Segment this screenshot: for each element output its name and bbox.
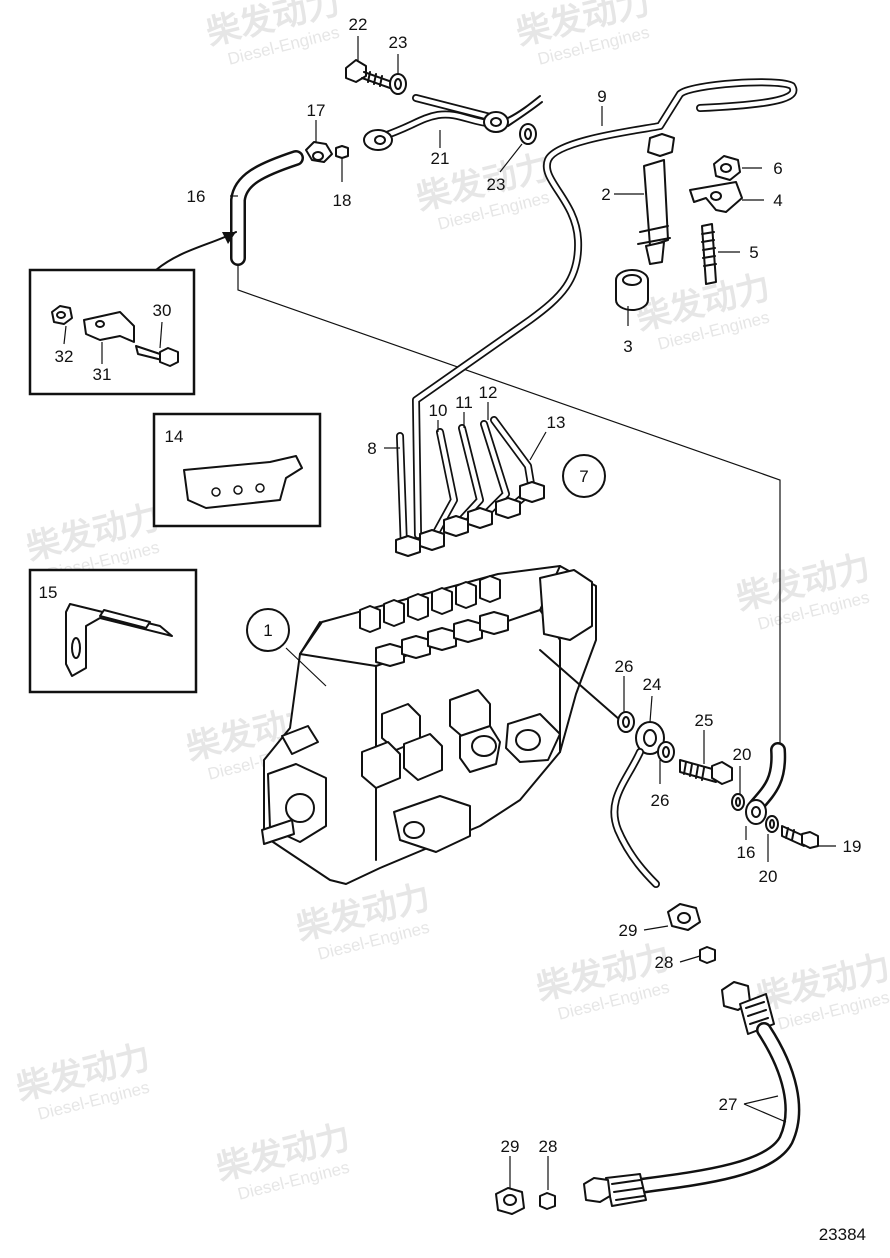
callout-19: 19 bbox=[843, 837, 862, 856]
banjo-bolt-22 bbox=[345, 59, 393, 89]
watermark: 柴发动力 Diesel-Engines bbox=[203, 0, 345, 69]
callout-16-top: 16 bbox=[187, 187, 206, 206]
nozzle-seal-3 bbox=[615, 269, 649, 311]
banjo-bolt-25 bbox=[679, 759, 733, 785]
callout-25: 25 bbox=[695, 711, 714, 730]
hose-16-top bbox=[230, 150, 304, 266]
fuel-pipe-21 bbox=[363, 94, 543, 151]
routing-line bbox=[237, 262, 781, 745]
watermark: 柴发动力 Diesel-Engines bbox=[513, 0, 655, 69]
callout-1: 1 bbox=[263, 621, 272, 640]
leader-lines bbox=[63, 36, 836, 1190]
callout-15: 15 bbox=[39, 583, 58, 602]
detail-box-30-32 bbox=[28, 231, 237, 396]
callout-29-mid: 29 bbox=[619, 921, 638, 940]
nut-29-bottom bbox=[495, 1187, 525, 1215]
callout-30: 30 bbox=[153, 301, 172, 320]
callout-17: 17 bbox=[307, 101, 326, 120]
callout-labels: 1 2 3 4 5 6 7 8 9 10 11 12 13 14 15 16 1… bbox=[39, 15, 862, 1156]
callout-circle-1 bbox=[246, 608, 290, 652]
callout-11: 11 bbox=[455, 393, 473, 412]
callout-16-lower: 16 bbox=[737, 843, 756, 862]
callout-5: 5 bbox=[749, 243, 758, 262]
watermark: 柴发动力 Diesel-Engines bbox=[293, 877, 435, 964]
callout-10: 10 bbox=[429, 401, 448, 420]
detail-box-14 bbox=[152, 412, 322, 528]
callout-2: 2 bbox=[601, 185, 610, 204]
washer-23-right bbox=[519, 123, 537, 145]
callout-3: 3 bbox=[623, 337, 632, 356]
hose-27 bbox=[583, 981, 801, 1207]
callout-8: 8 bbox=[367, 439, 376, 458]
callout-4: 4 bbox=[773, 191, 782, 210]
injection-pipes bbox=[395, 416, 545, 557]
callout-7: 7 bbox=[579, 467, 588, 486]
callout-29-bottom: 29 bbox=[501, 1137, 520, 1156]
callout-20-lower: 20 bbox=[759, 867, 778, 886]
clamp-4 bbox=[689, 181, 743, 213]
callout-14: 14 bbox=[165, 427, 184, 446]
callout-circle-7 bbox=[562, 454, 606, 498]
callout-28-mid: 28 bbox=[655, 953, 674, 972]
nut-6 bbox=[713, 155, 741, 181]
washer-26-upper bbox=[617, 711, 635, 733]
bolt-19 bbox=[781, 825, 819, 849]
callout-12: 12 bbox=[479, 383, 498, 402]
watermark: 柴发动力 Diesel-Engines bbox=[533, 937, 675, 1024]
washer-20-lower bbox=[765, 815, 779, 833]
stud-5 bbox=[701, 223, 717, 285]
watermark: 柴发动力 Diesel-Engines bbox=[733, 547, 875, 634]
callout-26-lower: 26 bbox=[651, 791, 670, 810]
injection-pump-1 bbox=[261, 565, 621, 885]
nut-17 bbox=[305, 141, 333, 163]
callout-32: 32 bbox=[55, 347, 74, 366]
watermark: 柴发动力 Diesel-Engines bbox=[13, 1037, 155, 1124]
drawing-number: 23384 bbox=[819, 1225, 866, 1244]
callout-22: 22 bbox=[349, 15, 368, 34]
injector-2 bbox=[637, 133, 675, 265]
callout-27: 27 bbox=[719, 1095, 738, 1114]
washer-20-upper bbox=[731, 793, 745, 811]
callout-28-bottom: 28 bbox=[539, 1137, 558, 1156]
callout-26-upper: 26 bbox=[615, 657, 634, 676]
callout-21: 21 bbox=[431, 149, 450, 168]
nut-29-mid bbox=[667, 903, 701, 931]
olive-18 bbox=[335, 145, 349, 159]
callout-23-top: 23 bbox=[389, 33, 408, 52]
callout-13: 13 bbox=[547, 413, 566, 432]
callout-9: 9 bbox=[597, 87, 606, 106]
hose-16-lower bbox=[745, 742, 787, 825]
callout-18: 18 bbox=[333, 191, 352, 210]
washer-23-top bbox=[389, 73, 407, 95]
callout-6: 6 bbox=[773, 159, 782, 178]
detail-box-15 bbox=[28, 568, 198, 694]
callout-24: 24 bbox=[643, 675, 662, 694]
washer-26-lower bbox=[657, 741, 675, 763]
olive-28-bottom bbox=[539, 1192, 556, 1210]
fuel-pipe-9 bbox=[412, 78, 798, 539]
callout-23-right: 23 bbox=[487, 175, 506, 194]
callout-20-upper: 20 bbox=[733, 745, 752, 764]
olive-28-mid bbox=[699, 946, 716, 964]
watermark: 柴发动力 Diesel-Engines bbox=[213, 1117, 355, 1204]
callout-31: 31 bbox=[93, 365, 112, 384]
